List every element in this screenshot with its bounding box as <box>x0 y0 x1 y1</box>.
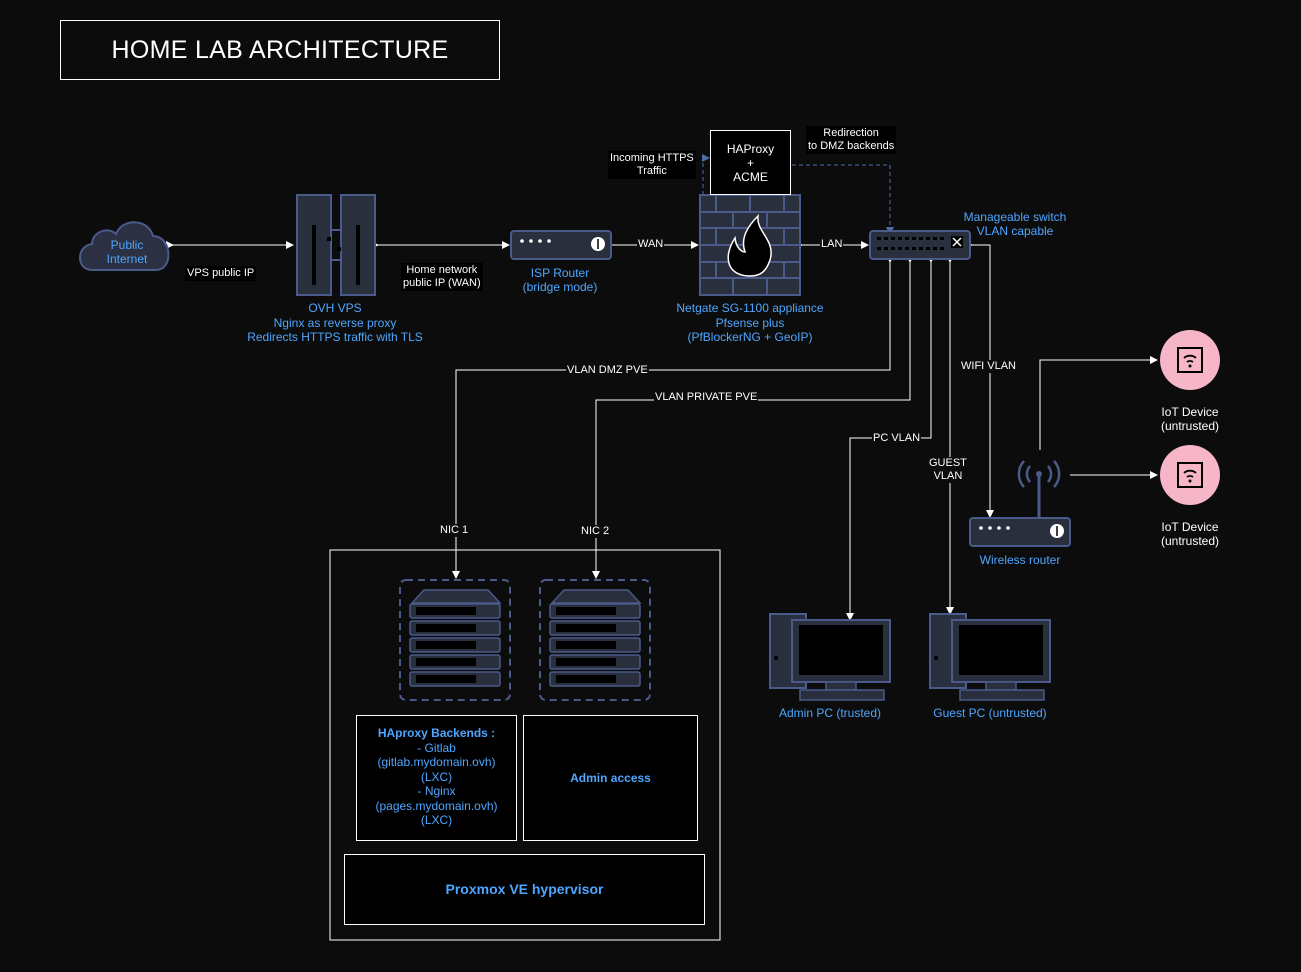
proxmox-container <box>329 549 721 941</box>
rack-server-icon <box>539 579 651 701</box>
diagram-title: HOME LAB ARCHITECTURE <box>60 20 500 80</box>
wifi-vlan-label: WIFI VLAN <box>960 360 1018 373</box>
link-wifi-iot1 <box>1039 356 1158 450</box>
firewall-icon <box>699 194 801 296</box>
guest-vlan-label: GUEST VLAN <box>928 457 968 483</box>
vps-public-ip-label: VPS public IP <box>185 266 257 281</box>
iot1-label: IoT Device (untrusted) <box>1160 405 1220 433</box>
cloud-icon <box>79 221 170 271</box>
router-icon <box>510 230 612 260</box>
home-public-ip-label: Home network public IP (WAN) <box>401 263 483 291</box>
guest-pc-label: Guest PC (untrusted) <box>933 706 1047 720</box>
haproxy-box: HAProxy + ACME <box>710 130 791 195</box>
link-incoming-https <box>702 154 710 195</box>
redirection-label: Redirection to DMZ backends <box>806 126 897 154</box>
hypervisor-box: Proxmox VE hypervisor <box>344 854 705 925</box>
link-redirection-dmz <box>792 164 894 235</box>
admin-pc-label: Admin PC (trusted) <box>778 706 882 720</box>
iot2-label: IoT Device (untrusted) <box>1160 520 1220 548</box>
backends-title: HAproxy Backends : <box>377 726 496 740</box>
vps-label: OVH VPS Nginx as reverse proxy Redirects… <box>247 301 423 344</box>
desktop-pc-icon <box>769 613 891 701</box>
haproxy-label: HAProxy + ACME <box>726 141 775 184</box>
link-wifi-vlan <box>965 241 994 518</box>
switch-label: Manageable switch VLAN capable <box>963 210 1067 238</box>
server-tower-icon <box>296 194 376 296</box>
wifi-icon <box>1160 445 1220 505</box>
firewall-label: Netgate SG-1100 appliance Pfsense plus (… <box>676 301 824 344</box>
pc-vlan-label: PC VLAN <box>872 432 922 445</box>
incoming-https-label: Incoming HTTPS Traffic <box>608 151 696 179</box>
wifi-icon <box>1160 330 1220 390</box>
wireless-router-icon <box>969 517 1071 547</box>
wan-label: WAN <box>637 238 665 251</box>
admin-access-label: Admin access <box>570 770 651 785</box>
vlan-dmz-label: VLAN DMZ PVE <box>566 364 649 377</box>
nic2-label: NIC 2 <box>580 525 611 538</box>
rack-server-icon <box>399 579 511 701</box>
desktop-pc-icon <box>929 613 1051 701</box>
admin-access-box: Admin access <box>523 715 698 841</box>
switch-icon <box>869 230 971 260</box>
nic1-label: NIC 1 <box>439 524 470 537</box>
lan-label: LAN <box>820 238 844 251</box>
wireless-antenna-icon <box>1017 460 1061 518</box>
vlan-private-label: VLAN PRIVATE PVE <box>654 391 759 404</box>
internet-label: Public Internet <box>106 238 148 266</box>
hypervisor-label: Proxmox VE hypervisor <box>445 881 604 898</box>
backends-box: HAproxy Backends : - Gitlab (gitlab.mydo… <box>356 715 517 841</box>
wireless-router-label: Wireless router <box>979 553 1061 567</box>
isp-router-label: ISP Router (bridge mode) <box>522 266 598 294</box>
backends-body: - Gitlab (gitlab.mydomain.ovh) (LXC) - N… <box>375 740 498 828</box>
